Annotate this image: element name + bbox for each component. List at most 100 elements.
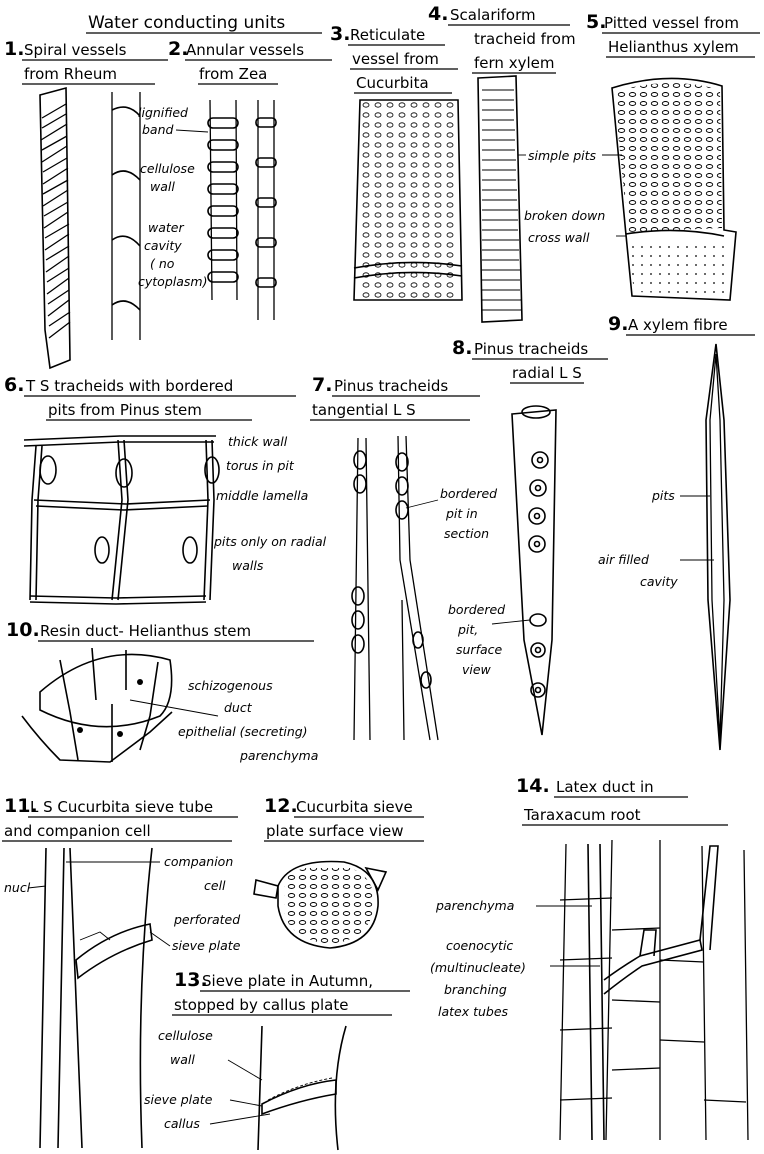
- figure-title-line: L S Cucurbita sieve tube: [30, 798, 213, 816]
- sieve-tube-drawing: [40, 848, 152, 1148]
- figure-title-line: pits from Pinus stem: [48, 401, 202, 419]
- figure-number: 7.: [312, 374, 332, 396]
- figure-title-line: stopped by callus plate: [174, 996, 348, 1014]
- label-air-filled: cavity: [640, 574, 678, 589]
- label-simple-pits: simple pits: [528, 148, 597, 163]
- labels-fig1-2: lignified band cellulose wall water cavi…: [138, 105, 208, 289]
- figure-9: 9. A xylem fibre pits air filled cavity: [598, 313, 755, 750]
- figure-title-line: Pinus tracheids: [474, 340, 588, 358]
- label-schizogenous: duct: [224, 700, 253, 715]
- figure-3: 3. Reticulate vessel from Cucurbita: [330, 23, 462, 300]
- label-nucl: nucl: [4, 880, 31, 895]
- figure-title-line: vessel from: [352, 50, 439, 68]
- spiral-vessel-drawing: [40, 88, 70, 368]
- figure-title-line: and companion cell: [4, 822, 151, 840]
- label-bordered-section: bordered: [440, 486, 497, 501]
- figure-title-line: Annular vessels: [186, 41, 304, 59]
- label-lignified-band: band: [142, 122, 174, 137]
- resin-duct-drawing: [22, 648, 172, 762]
- figure-number: 4.: [428, 3, 448, 25]
- tangential-tracheid-drawing: [352, 436, 438, 740]
- figure-title-line: Latex duct in: [556, 778, 654, 796]
- label-coenocytic: latex tubes: [438, 1004, 509, 1019]
- figure-number: 6.: [4, 374, 24, 396]
- figure-title-line: Spiral vessels: [24, 41, 127, 59]
- figure-title-line: tracheid from: [474, 30, 576, 48]
- label-broken-down: cross wall: [528, 230, 590, 245]
- figure-1: 1. Spiral vessels from Rheum: [4, 38, 168, 368]
- figure-title-line: Reticulate: [350, 26, 425, 44]
- figure-title-line: Scalariform: [450, 6, 536, 24]
- label-water-cavity: cavity: [144, 238, 182, 253]
- figure-12: 12. Cucurbita sieve plate surface view p…: [173, 795, 424, 948]
- label-schizogenous: schizogenous: [188, 678, 273, 693]
- radial-tracheid-drawing: [512, 406, 556, 735]
- label-broken-down: broken down: [524, 208, 605, 223]
- label-water-cavity: cytoplasm): [138, 274, 207, 289]
- label-water-cavity: ( no: [150, 256, 175, 271]
- figure-5: 5. Pitted vessel from Helianthus xylem: [586, 11, 760, 300]
- label-lignified-band: lignified: [138, 105, 188, 120]
- label-perforated: perforated: [173, 912, 240, 927]
- figure-title-line: plate surface view: [266, 822, 404, 840]
- label-torus: torus in pit: [226, 458, 295, 473]
- label-bordered-section: pit in: [445, 506, 478, 521]
- label-cellulose-wall: wall: [170, 1052, 195, 1067]
- label-pits: pits: [651, 488, 675, 503]
- label-coenocytic: (multinucleate): [430, 960, 526, 975]
- callus-sieve-plate-drawing: [258, 1026, 346, 1150]
- figure-number: 10.: [6, 619, 40, 641]
- figure-title-line: fern xylem: [474, 54, 554, 72]
- figure-title-line: T S tracheids with bordered: [25, 377, 233, 395]
- figure-title-line: Cucurbita sieve: [296, 798, 413, 816]
- figure-number: 14.: [516, 775, 550, 797]
- scalariform-tracheid-drawing: [478, 76, 522, 322]
- figure-title-line: Pitted vessel from: [604, 14, 739, 32]
- label-cellulose-wall: cellulose: [140, 161, 195, 176]
- figure-6: 6. T S tracheids with bordered pits from…: [4, 374, 327, 604]
- plate-title: Water conducting units: [88, 13, 285, 33]
- figure-title-line: Cucurbita: [356, 74, 429, 92]
- figure-title-line: Helianthus xylem: [608, 38, 739, 56]
- label-cellulose-wall: cellulose: [158, 1028, 213, 1043]
- tracheid-ts-drawing: [24, 436, 219, 604]
- figure-title-line: from Rheum: [24, 65, 117, 83]
- label-epithelial: epithelial (secreting): [178, 724, 308, 739]
- label-coenocytic: branching: [444, 982, 507, 997]
- spiral-thread-drawing: [112, 92, 140, 340]
- figure-title-line: Taraxacum root: [523, 806, 641, 824]
- figure-number: 3.: [330, 23, 350, 45]
- figure-13: 13. Sieve plate in Autumn, stopped by ca…: [144, 969, 410, 1150]
- label-bordered-surface: bordered: [448, 602, 505, 617]
- label-bordered-surface: view: [462, 662, 492, 677]
- figure-7: 7. Pinus tracheids tangential L S border…: [310, 374, 497, 740]
- label-sieve-plate-callus: sieve plate: [144, 1092, 213, 1107]
- label-cellulose-wall: wall: [150, 179, 175, 194]
- label-pits-radial: walls: [232, 558, 264, 573]
- label-water-cavity: water: [148, 220, 184, 235]
- label-bordered-surface: surface: [456, 642, 503, 657]
- figure-title-line: tangential L S: [312, 401, 416, 419]
- label-epithelial: parenchyma: [239, 748, 318, 763]
- label-companion-cell: cell: [204, 878, 226, 893]
- reticulate-vessel-drawing: [354, 100, 462, 300]
- figure-title-line: Pinus tracheids: [334, 377, 448, 395]
- label-thick-wall: thick wall: [228, 434, 288, 449]
- figure-title-line: Sieve plate in Autumn,: [202, 972, 373, 990]
- figure-title-line: A xylem fibre: [628, 316, 728, 334]
- label-companion-cell: companion: [164, 854, 233, 869]
- sieve-plate-surface-drawing: [254, 862, 386, 949]
- pitted-vessel-drawing: [612, 78, 736, 300]
- latex-duct-drawing: [560, 840, 748, 1140]
- figure-title-line: radial L S: [512, 364, 582, 382]
- label-pits-radial: pits only on radial: [213, 534, 327, 549]
- label-coenocytic: coenocytic: [446, 938, 513, 953]
- label-bordered-surface: pit,: [457, 622, 478, 637]
- figure-number: 8.: [452, 337, 472, 359]
- figure-number: 12.: [264, 795, 298, 817]
- xylem-fibre-drawing: [706, 344, 730, 750]
- label-parenchyma: parenchyma: [435, 898, 514, 913]
- figure-title-line: Resin duct- Helianthus stem: [40, 622, 251, 640]
- label-sieve-plate: sieve plate: [172, 938, 241, 953]
